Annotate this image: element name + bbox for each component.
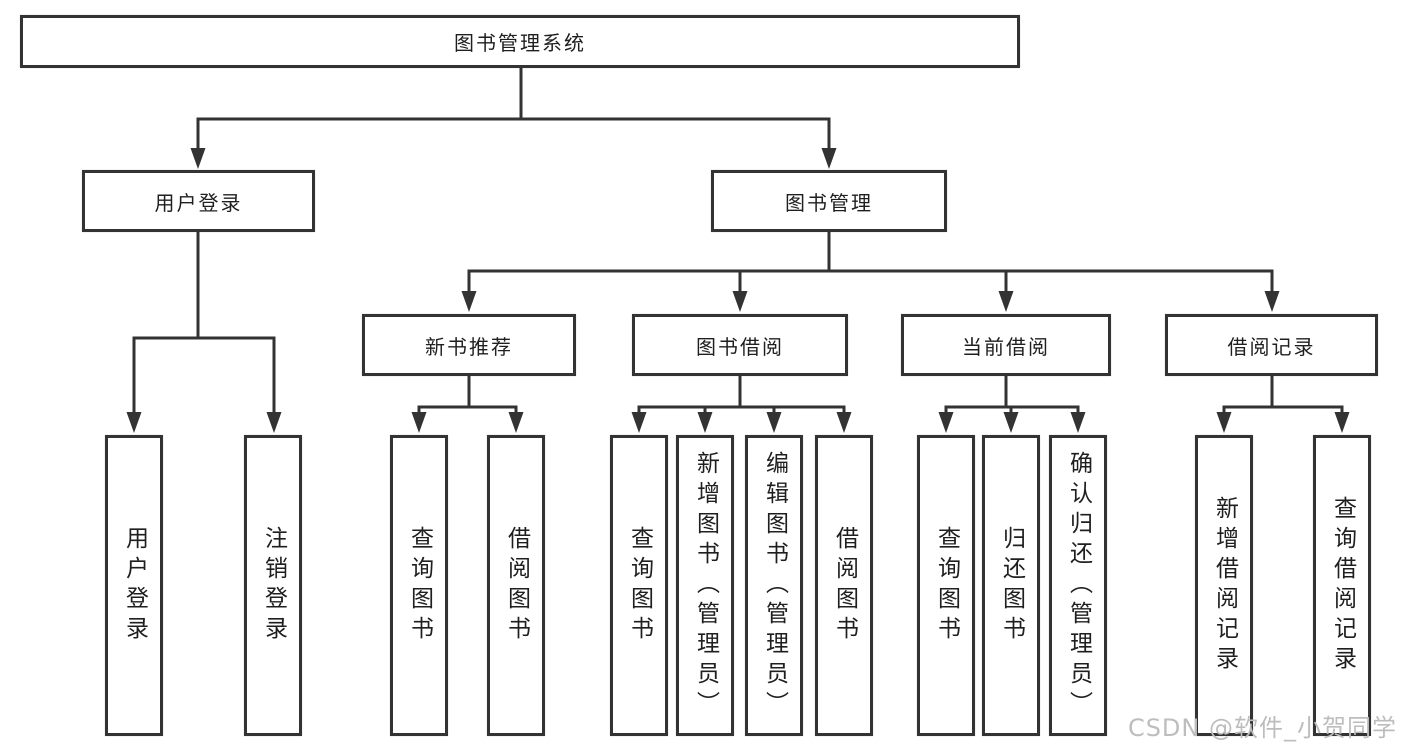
leaf-logout: 注销登录 <box>244 435 302 736</box>
node-borrowing-records: 借阅记录 <box>1165 314 1378 376</box>
leaf-return-books: 归还图书 <box>982 435 1040 736</box>
leaf-query-books-borrow: 查询图书 <box>610 435 668 736</box>
leaf-borrow-books: 借阅图书 <box>815 435 873 736</box>
leaf-user-login: 用户登录 <box>105 435 163 736</box>
leaf-label: 查询图书 <box>933 525 960 646</box>
node-user-login: 用户登录 <box>82 170 315 232</box>
node-book-borrowing: 图书借阅 <box>632 314 848 376</box>
leaf-label: 新增借阅记录 <box>1211 495 1238 676</box>
leaf-query-books-current: 查询图书 <box>917 435 975 736</box>
leaf-query-borrow-record: 查询借阅记录 <box>1313 435 1371 736</box>
node-new-book-recommendation: 新书推荐 <box>362 314 576 376</box>
leaf-label: 用户登录 <box>121 525 148 646</box>
leaf-label: 归还图书 <box>998 525 1025 646</box>
leaf-label: 注销登录 <box>260 525 287 646</box>
leaf-edit-books-admin: 编辑图书（管理员） <box>745 435 803 736</box>
leaf-borrow-books-recommend: 借阅图书 <box>487 435 545 736</box>
node-book-management: 图书管理 <box>711 170 947 232</box>
leaf-add-books-admin: 新增图书（管理员） <box>676 435 734 736</box>
node-library-management-system: 图书管理系统 <box>20 15 1020 68</box>
leaf-label: 新增图书（管理员） <box>692 450 719 721</box>
leaf-confirm-return-admin: 确认归还（管理员） <box>1049 435 1107 736</box>
leaf-label: 确认归还（管理员） <box>1065 450 1092 721</box>
leaf-add-borrow-record: 新增借阅记录 <box>1195 435 1253 736</box>
leaf-label: 借阅图书 <box>503 525 530 646</box>
leaf-label: 查询图书 <box>626 525 653 646</box>
leaf-query-books-recommend: 查询图书 <box>390 435 448 736</box>
leaf-label: 借阅图书 <box>831 525 858 646</box>
leaf-label: 查询图书 <box>406 525 433 646</box>
leaf-label: 编辑图书（管理员） <box>761 450 788 721</box>
csdn-watermark: CSDN @软件_小贺同学 <box>1127 714 1397 742</box>
node-current-borrowing: 当前借阅 <box>901 314 1111 376</box>
leaf-label: 查询借阅记录 <box>1329 495 1356 676</box>
